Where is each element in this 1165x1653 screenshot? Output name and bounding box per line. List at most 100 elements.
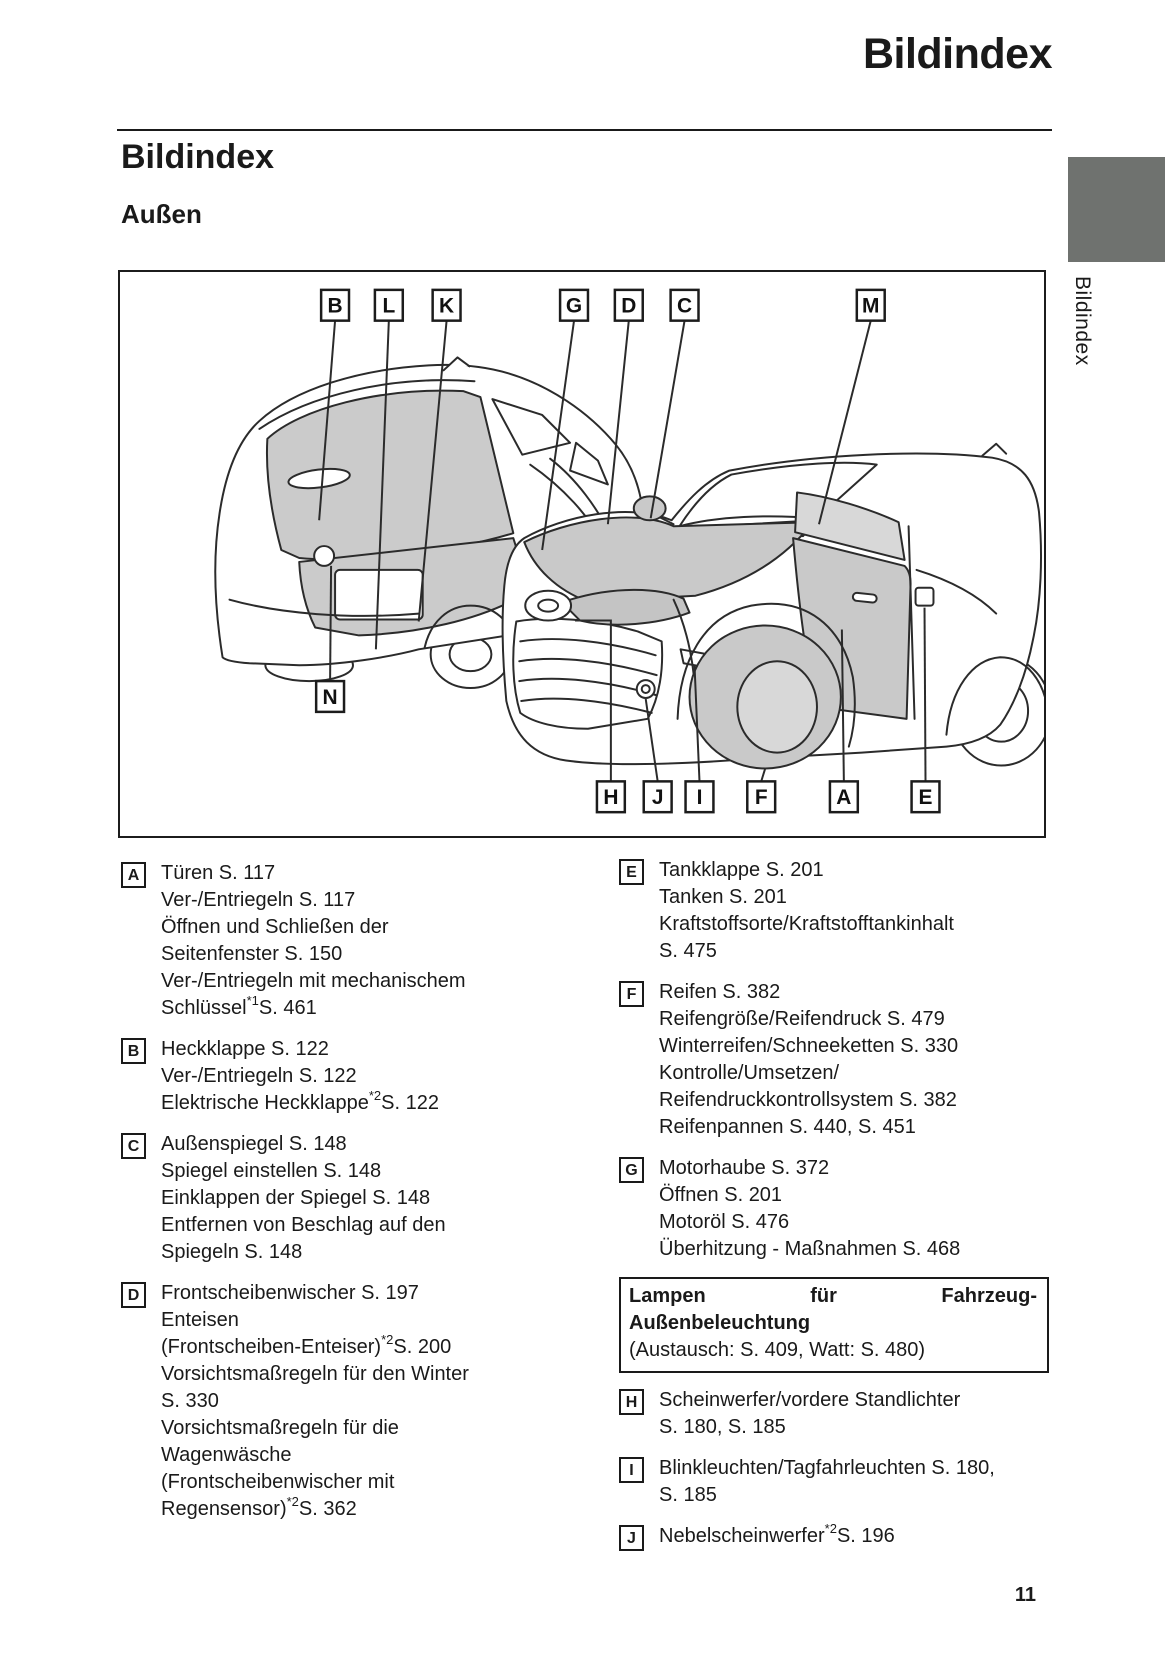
- callout-I: I: [684, 665, 715, 814]
- legend-line: Spiegel einstellen S. 148: [161, 1160, 382, 1182]
- callout-leader-line: [329, 565, 333, 682]
- callout-L: L: [373, 288, 405, 650]
- legend-line: Scheinwerfer/vordere Standlichter: [659, 1389, 961, 1411]
- callout-box-G: [558, 288, 590, 322]
- callout-H: H: [575, 619, 627, 814]
- legend-letter-F: F: [619, 981, 644, 1007]
- callout-box-N: [314, 679, 346, 714]
- callout-K: K: [417, 288, 462, 622]
- callout-letter-K: K: [439, 295, 454, 318]
- legend-letter-D: D: [121, 1282, 146, 1308]
- callout-letter-G: G: [566, 295, 582, 318]
- legend-line: Türen S. 117: [161, 862, 276, 884]
- callout-leader-line: [374, 320, 390, 650]
- callout-leader-line: [417, 320, 448, 622]
- front-car-drawing: [501, 442, 1044, 770]
- legend-line: Ver-/Entriegeln S. 122: [161, 1065, 357, 1087]
- chapter-tab-label: Bildindex: [1071, 276, 1094, 366]
- section-title: Bildindex: [121, 138, 275, 176]
- legend-line: Kontrolle/Umsetzen/: [659, 1062, 840, 1084]
- legend-line: S. 330: [161, 1390, 219, 1412]
- legend-letter-J: J: [619, 1525, 644, 1551]
- callout-letter-N: N: [323, 686, 338, 709]
- callout-A: A: [828, 629, 860, 814]
- callout-box-J: [642, 780, 673, 814]
- legend-letter-C: C: [121, 1133, 146, 1159]
- legend-line: Öffnen S. 201: [659, 1184, 783, 1206]
- callout-leader-line: [541, 320, 576, 551]
- callout-box-H: [595, 780, 627, 814]
- legend-line: Tankklappe S. 201: [659, 859, 824, 881]
- callout-letter-B: B: [328, 295, 343, 318]
- callout-leader-line: [693, 665, 701, 782]
- legend-line: Vorsichtsmaßregeln für den Winter: [161, 1363, 469, 1385]
- legend-line: Winterreifen/Schneeketten S. 330: [659, 1035, 959, 1057]
- legend-letter-E: E: [619, 859, 644, 885]
- callout-leader-line: [575, 619, 612, 782]
- legend-line: Reifen S. 382: [659, 981, 781, 1003]
- legend-line: Reifenpannen S. 440, S. 451: [659, 1116, 916, 1138]
- callout-box-B: [319, 288, 351, 322]
- callout-D: D: [606, 288, 644, 525]
- callout-F: F: [746, 768, 777, 814]
- legend-line: Seitenfenster S. 150: [161, 943, 343, 965]
- legend-line: Schlüssel*1S. 461: [161, 993, 317, 1019]
- callout-E: E: [910, 607, 941, 814]
- legend-line: Nebelscheinwerfer*2S. 196: [659, 1521, 895, 1547]
- legend-line: Tanken S. 201: [659, 886, 787, 908]
- callout-box-M: [855, 288, 886, 322]
- callout-letter-M: M: [862, 295, 879, 318]
- legend-line: Überhitzung - Maßnahmen S. 468: [659, 1238, 961, 1260]
- legend-letter-I: I: [619, 1457, 644, 1483]
- chapter-tab: [1068, 157, 1165, 262]
- legend-line: Kraftstoffsorte/Kraftstofftankinhalt: [659, 913, 954, 935]
- lamp-note-title-line2: Außenbeleuchtung: [629, 1312, 811, 1334]
- legend-line: (Frontscheibenwischer mit: [161, 1471, 395, 1493]
- legend-line: S. 475: [659, 940, 717, 962]
- legend-line: Vorsichtsmaßregeln für die: [161, 1417, 399, 1439]
- legend-line: Wagenwäsche: [161, 1444, 292, 1466]
- legend-line: Spiegeln S. 148: [161, 1241, 303, 1263]
- legend-line: Motoröl S. 476: [659, 1211, 790, 1233]
- legend-letter-G: G: [619, 1157, 644, 1183]
- callout-leader-line: [760, 768, 767, 782]
- legend-line: S. 180, S. 185: [659, 1416, 786, 1438]
- callout-letter-F: F: [755, 786, 768, 809]
- callout-box-L: [373, 288, 405, 322]
- header-title: Bildindex: [862, 30, 1053, 78]
- legend-item-H: H Scheinwerfer/vordere Standlichter S. 180…: [619, 1387, 1049, 1441]
- callout-box-F: [746, 780, 777, 814]
- callout-J: J: [642, 698, 673, 814]
- legend-letter-B: B: [121, 1038, 146, 1064]
- legend-text-H: Scheinwerfer/vordere Standlichter S. 180,…: [659, 1387, 1049, 1441]
- legend-line: Motorhaube S. 372: [659, 1157, 830, 1179]
- legend-letter-H: H: [619, 1389, 644, 1415]
- callout-box-E: [910, 780, 941, 814]
- lamp-note-pages: (Austausch: S. 409, Watt: S. 480): [629, 1339, 926, 1361]
- callout-letter-J: J: [652, 786, 664, 809]
- callout-leader-line: [644, 698, 659, 782]
- callout-letter-I: I: [697, 786, 703, 809]
- page-number: 11: [1014, 1584, 1036, 1606]
- legend-line: Reifengröße/Reifendruck S. 479: [659, 1008, 945, 1030]
- callout-leader-line: [606, 320, 630, 525]
- legend-line: Außenspiegel S. 148: [161, 1133, 347, 1155]
- legend-text-I: Blinkleuchten/Tagfahrleuchten S. 180,S. …: [659, 1455, 1049, 1509]
- callout-M: M: [818, 288, 886, 525]
- callout-letter-C: C: [677, 295, 692, 318]
